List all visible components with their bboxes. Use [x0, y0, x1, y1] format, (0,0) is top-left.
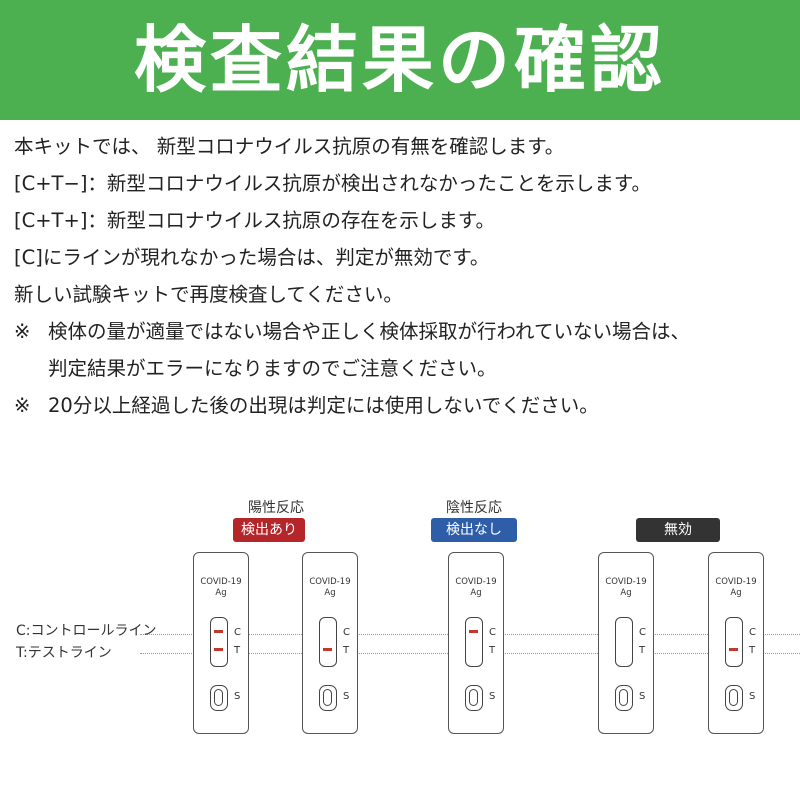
control-line-mark: [214, 630, 223, 633]
test-line-mark: [214, 648, 223, 651]
t-mark: T: [749, 645, 756, 656]
s-mark: S: [343, 691, 350, 702]
negative-badge: 検出なし: [431, 518, 517, 542]
test-line-mark: [729, 648, 738, 651]
s-mark: S: [234, 691, 241, 702]
sample-well: [615, 685, 633, 711]
positive-badge: 検出あり: [233, 518, 305, 542]
note-mark: ※: [14, 320, 31, 343]
t-mark: T: [489, 645, 496, 656]
cassette-label-line2: Ag: [324, 588, 336, 598]
cassette-label-line1: COVID-19: [455, 577, 497, 587]
instruction-line-invalid: [C]にラインが現れなかった場合は、判定が無効です。: [14, 246, 490, 269]
s-mark: S: [639, 691, 646, 702]
sample-well: [465, 685, 483, 711]
sample-well: [725, 685, 743, 711]
cassette-label-line1: COVID-19: [309, 577, 351, 587]
instructions-block: 本キットでは、 新型コロナウイルス抗原の有無を確認します。 [C+T−]：新型コ…: [14, 128, 794, 424]
note-continuation: 判定結果がエラーになりますのでご注意ください。: [48, 357, 497, 380]
cassette-label-line2: Ag: [730, 588, 742, 598]
instruction-line-positive: [C+T+]：新型コロナウイルス抗原の存在を示します。: [14, 209, 495, 232]
s-mark: S: [489, 691, 496, 702]
cassette-label-line2: Ag: [620, 588, 632, 598]
c-mark: C: [489, 627, 496, 638]
note-text: 20分以上経過した後の出現は判定には使用しないでください。: [48, 394, 599, 417]
cassette-label-line2: Ag: [215, 588, 227, 598]
c-mark: C: [749, 627, 756, 638]
instruction-line-negative: [C+T−]：新型コロナウイルス抗原が検出されなかったことを示します。: [14, 172, 651, 195]
t-mark: T: [639, 645, 646, 656]
t-line-label: T:テストライン: [16, 645, 112, 661]
cassette-label-line2: Ag: [470, 588, 482, 598]
negative-title: 陰性反応: [446, 500, 502, 516]
c-mark: C: [639, 627, 646, 638]
instruction-line: 本キットでは、 新型コロナウイルス抗原の有無を確認します。: [14, 135, 565, 158]
invalid-badge: 無効: [636, 518, 720, 542]
sample-well: [319, 685, 337, 711]
sample-well: [210, 685, 228, 711]
note-mark: ※: [14, 394, 31, 417]
note-sample-error: ※ 検体の量が適量ではない場合や正しく検体採取が行われていない場合は、: [14, 313, 794, 350]
note-text: 検体の量が適量ではない場合や正しく検体採取が行われていない場合は、: [48, 320, 690, 343]
result-window: [725, 617, 743, 667]
result-window: [319, 617, 337, 667]
result-window: [210, 617, 228, 667]
positive-title: 陽性反応: [248, 500, 304, 516]
c-line-label: C:コントロールライン: [16, 623, 157, 639]
cassette-label-line1: COVID-19: [715, 577, 757, 587]
c-mark: C: [343, 627, 350, 638]
title-banner: 検査結果の確認: [0, 0, 800, 120]
c-mark: C: [234, 627, 241, 638]
control-line-mark: [469, 630, 478, 633]
t-mark: T: [343, 645, 350, 656]
result-diagram: C:コントロールライン T:テストライン 陽性反応 検出あり 陰性反応 検出なし…: [0, 480, 800, 800]
result-window: [615, 617, 633, 667]
result-window: [465, 617, 483, 667]
instruction-line-retest: 新しい試験キットで再度検査してください。: [14, 283, 403, 306]
cassette-label-line1: COVID-19: [200, 577, 242, 587]
page-title: 検査結果の確認: [133, 18, 666, 102]
cassette-label-line1: COVID-19: [605, 577, 647, 587]
note-time-limit: ※ 20分以上経過した後の出現は判定には使用しないでください。: [14, 387, 794, 424]
test-line-mark: [323, 648, 332, 651]
t-mark: T: [234, 645, 241, 656]
s-mark: S: [749, 691, 756, 702]
